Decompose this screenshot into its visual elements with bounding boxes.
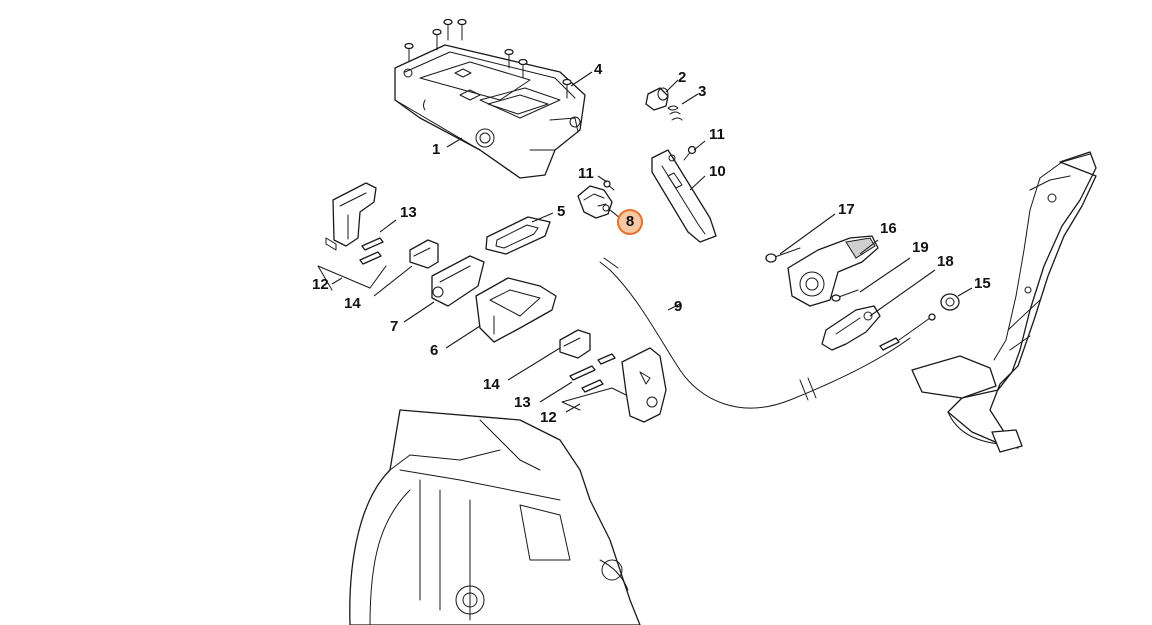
part-13-right-trigger[interactable] [621,347,667,423]
part-13-left-pin [359,237,384,265]
callout-part-11-left[interactable]: 11 [578,165,594,182]
screw-11-right [683,145,697,161]
screw-11-left [603,180,615,191]
callout-part-11-right[interactable]: 11 [709,126,725,143]
part-14-right-clip[interactable] [559,329,591,359]
callout-part-14-left[interactable]: 14 [344,295,361,312]
blower-housing [349,409,641,625]
part-12-left-spring [317,265,387,291]
callout-part-18[interactable]: 18 [937,253,954,270]
rear-handle-frame [911,151,1097,453]
callout-part-16[interactable]: 16 [880,220,897,237]
callout-part-14-right[interactable]: 14 [483,376,500,393]
callout-part-13-right[interactable]: 13 [514,394,531,411]
callout-part-9[interactable]: 9 [674,298,683,315]
part-10-cover-plate[interactable] [651,149,717,243]
part-18-lock-lever[interactable] [821,305,881,351]
callout-part-17[interactable]: 17 [838,201,855,218]
part-19-pin[interactable] [831,289,859,302]
callout-part-8-selected[interactable]: 8 [617,209,643,235]
callout-part-10[interactable]: 10 [709,163,726,180]
part-9-cable[interactable] [599,257,936,409]
part-6-handle[interactable] [475,277,557,343]
housing-screws [404,18,572,99]
part-13-right-pin [569,353,616,393]
part-14-left-clip[interactable] [409,239,439,269]
part-1-handle-housing[interactable] [394,44,586,179]
callout-part-4[interactable]: 4 [594,61,603,78]
part-13-left-trigger[interactable] [325,182,377,251]
part-7-shield[interactable] [431,255,485,307]
callout-part-2[interactable]: 2 [678,69,687,86]
part-15-grommet[interactable] [940,293,960,311]
callout-part-12-right[interactable]: 12 [540,409,557,426]
callout-part-3[interactable]: 3 [698,83,707,100]
part-8-lever[interactable] [577,185,613,219]
callout-part-1[interactable]: 1 [432,141,441,158]
callout-part-5[interactable]: 5 [557,203,566,220]
part-12-right-spring [561,387,629,411]
callout-part-12-left[interactable]: 12 [312,276,329,293]
part-3-spring[interactable] [667,105,683,121]
callout-part-19[interactable]: 19 [912,239,929,256]
callout-part-7[interactable]: 7 [390,318,399,335]
callout-part-15[interactable]: 15 [974,275,991,292]
callout-part-13-left[interactable]: 13 [400,204,417,221]
part-5-gasket[interactable] [485,216,551,255]
part-2-cap[interactable] [645,87,669,111]
part-17-screw[interactable] [765,247,801,263]
part-16-control-lever[interactable] [787,235,879,307]
callout-part-6[interactable]: 6 [430,342,439,359]
